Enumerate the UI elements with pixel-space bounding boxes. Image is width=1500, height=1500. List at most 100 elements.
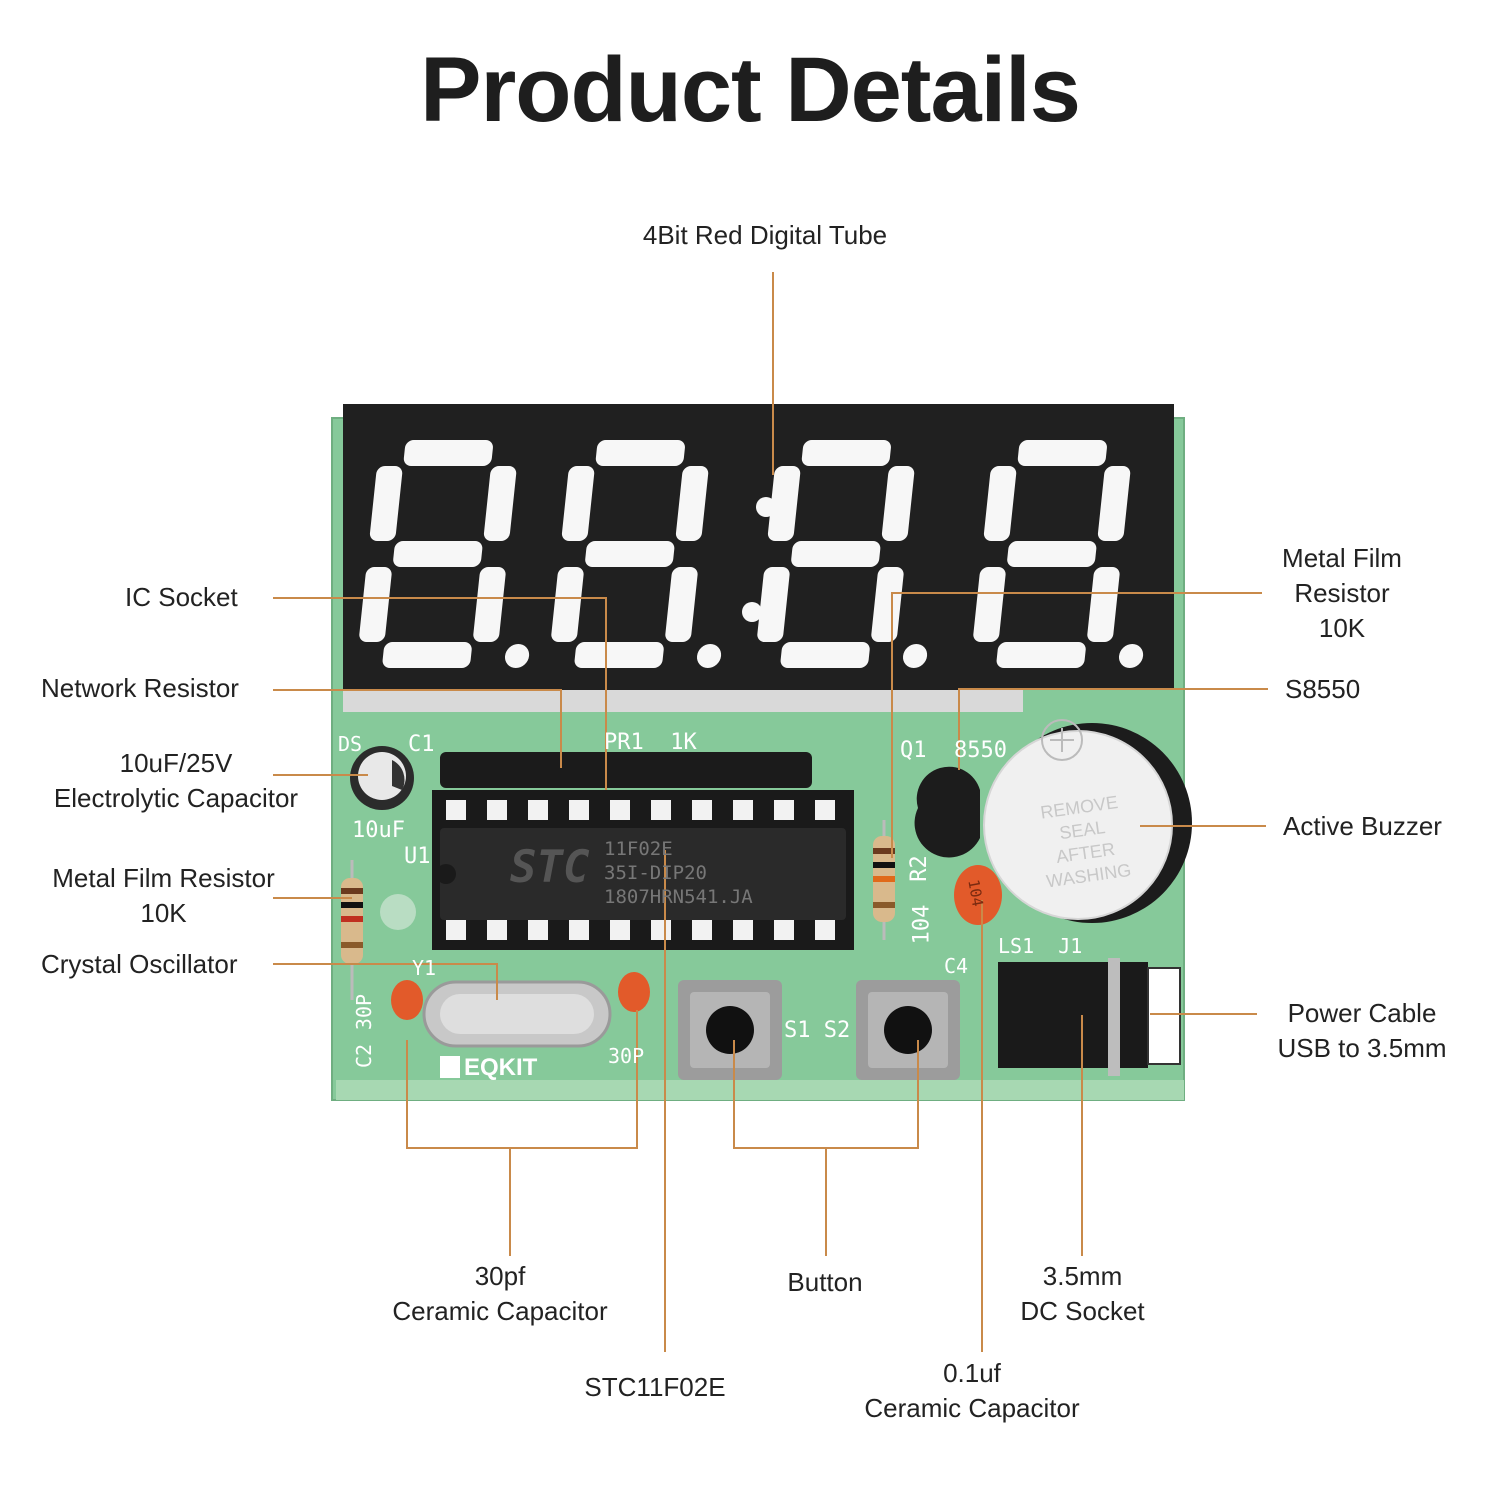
segment [665, 567, 698, 642]
segment [996, 642, 1086, 668]
chip-marking-1: 11F02E [604, 838, 673, 860]
label-network-resistor-text: Network Resistor [41, 673, 239, 703]
socket-pin [774, 800, 794, 820]
silk-y1: Y1 [412, 956, 437, 980]
label-ic-socket: IC Socket [125, 580, 238, 615]
segment [382, 642, 472, 668]
socket-pin [774, 920, 794, 940]
silk-c2: C2 [352, 1043, 377, 1069]
label-power-cable-line-1: Power Cable [1287, 998, 1437, 1028]
electrolytic-capacitor [350, 746, 414, 810]
socket-pin [569, 800, 589, 820]
label-mf-left-line-1: Metal Film Resistor [52, 863, 275, 893]
silk-ds: DS [338, 732, 363, 756]
colon-dot-top [756, 497, 776, 517]
segment [585, 541, 675, 567]
socket-pin [733, 920, 753, 940]
segment [801, 440, 891, 466]
silk-c4: C4 [944, 954, 969, 978]
socket-pin [651, 800, 671, 820]
silk-ls1-j1: LS1 J1 [998, 934, 1083, 958]
leader-lines [273, 272, 1268, 1352]
segment [791, 541, 881, 567]
label-ceramic-30pf: 30pf Ceramic Capacitor [370, 1259, 630, 1329]
label-30pf-line-2: Ceramic Capacitor [392, 1296, 608, 1326]
segment [1017, 440, 1107, 466]
socket-pin [692, 920, 712, 940]
logo-mark [440, 1056, 460, 1078]
socket-pin [487, 800, 507, 820]
label-network-resistor: Network Resistor [41, 671, 239, 706]
label-ceramic-01uf: 0.1uf Ceramic Capacitor [842, 1356, 1102, 1426]
label-power-cable: Power Cable USB to 3.5mm [1262, 996, 1462, 1066]
silk-c1: C1 [408, 732, 435, 757]
button-s1 [678, 980, 782, 1080]
label-electrolytic-capacitor: 10uF/25V Electrolytic Capacitor [36, 746, 316, 816]
digit-3 [757, 440, 928, 668]
chip-marking-3: 1807HRN541.JA [604, 886, 753, 908]
label-mf-left-line-2: 10K [140, 898, 187, 928]
label-dc-socket: 3.5mm DC Socket [1000, 1259, 1165, 1329]
socket-pin [815, 800, 835, 820]
segment [871, 567, 904, 642]
label-transistor: S8550 [1285, 672, 1360, 707]
socket-pin [815, 920, 835, 940]
segment [983, 466, 1017, 541]
label-metal-film-resistor-right: Metal Film Resistor 10K [1262, 541, 1422, 646]
socket-pin [569, 920, 589, 940]
ceramic-capacitor-30pf-right [618, 972, 650, 1012]
ceramic-capacitor-104 [954, 865, 1002, 925]
display-digits [359, 440, 1144, 668]
silk-10uf: 10uF [352, 818, 405, 843]
segment [403, 440, 493, 466]
digit-4 [973, 440, 1144, 668]
segment [881, 466, 915, 541]
active-buzzer [983, 719, 1192, 923]
segment [574, 642, 664, 668]
segment [393, 541, 483, 567]
segment [551, 567, 584, 642]
socket-pin [446, 920, 466, 940]
label-button-text: Button [787, 1267, 863, 1297]
decimal-point [902, 644, 928, 668]
label-01uf-line-2: Ceramic Capacitor [864, 1393, 1080, 1423]
transistor-s8550 [914, 766, 980, 858]
label-metal-film-resistor-left: Metal Film Resistor 10K [36, 861, 291, 931]
page-title: Product Details [420, 39, 1081, 141]
led-hole [380, 894, 416, 930]
socket-pin [692, 800, 712, 820]
label-mcu: STC11F02E [565, 1370, 745, 1405]
segment [359, 567, 392, 642]
segment [561, 466, 595, 541]
decimal-point [504, 644, 530, 668]
segment [675, 466, 709, 541]
socket-pin [651, 920, 671, 940]
segment [973, 567, 1006, 642]
label-digital-tube: 4Bit Red Digital Tube [600, 218, 930, 253]
silk-30p-left: 30P [352, 993, 377, 1031]
socket-pin [446, 800, 466, 820]
buzzer-sticker: REMOVE SEAL AFTER WASHING [1008, 787, 1159, 898]
decimal-point [696, 644, 722, 668]
segment [1087, 567, 1120, 642]
silk-8550: 8550 [954, 738, 1007, 763]
ceramic-capacitor-30pf-left [391, 980, 423, 1020]
silk-u1: U1 [404, 844, 431, 869]
ic-socket [432, 790, 854, 950]
dc-socket [998, 958, 1181, 1076]
colon-dot-bottom [742, 602, 762, 622]
label-transistor-text: S8550 [1285, 674, 1361, 704]
label-crystal-text: Crystal Oscillator [41, 949, 238, 979]
label-electrolytic-line-1: 10uF/25V [119, 748, 233, 778]
label-crystal-oscillator: Crystal Oscillator [41, 947, 237, 982]
label-01uf-line-1: 0.1uf [943, 1358, 1001, 1388]
label-mcu-text: STC11F02E [584, 1372, 726, 1402]
label-button: Button [760, 1265, 890, 1300]
silk-r2: R2 [906, 855, 932, 882]
label-30pf-line-1: 30pf [474, 1261, 526, 1291]
label-dc-socket-line-2: DC Socket [1020, 1296, 1145, 1326]
segment [483, 466, 517, 541]
segment [1007, 541, 1097, 567]
segment [780, 642, 870, 668]
